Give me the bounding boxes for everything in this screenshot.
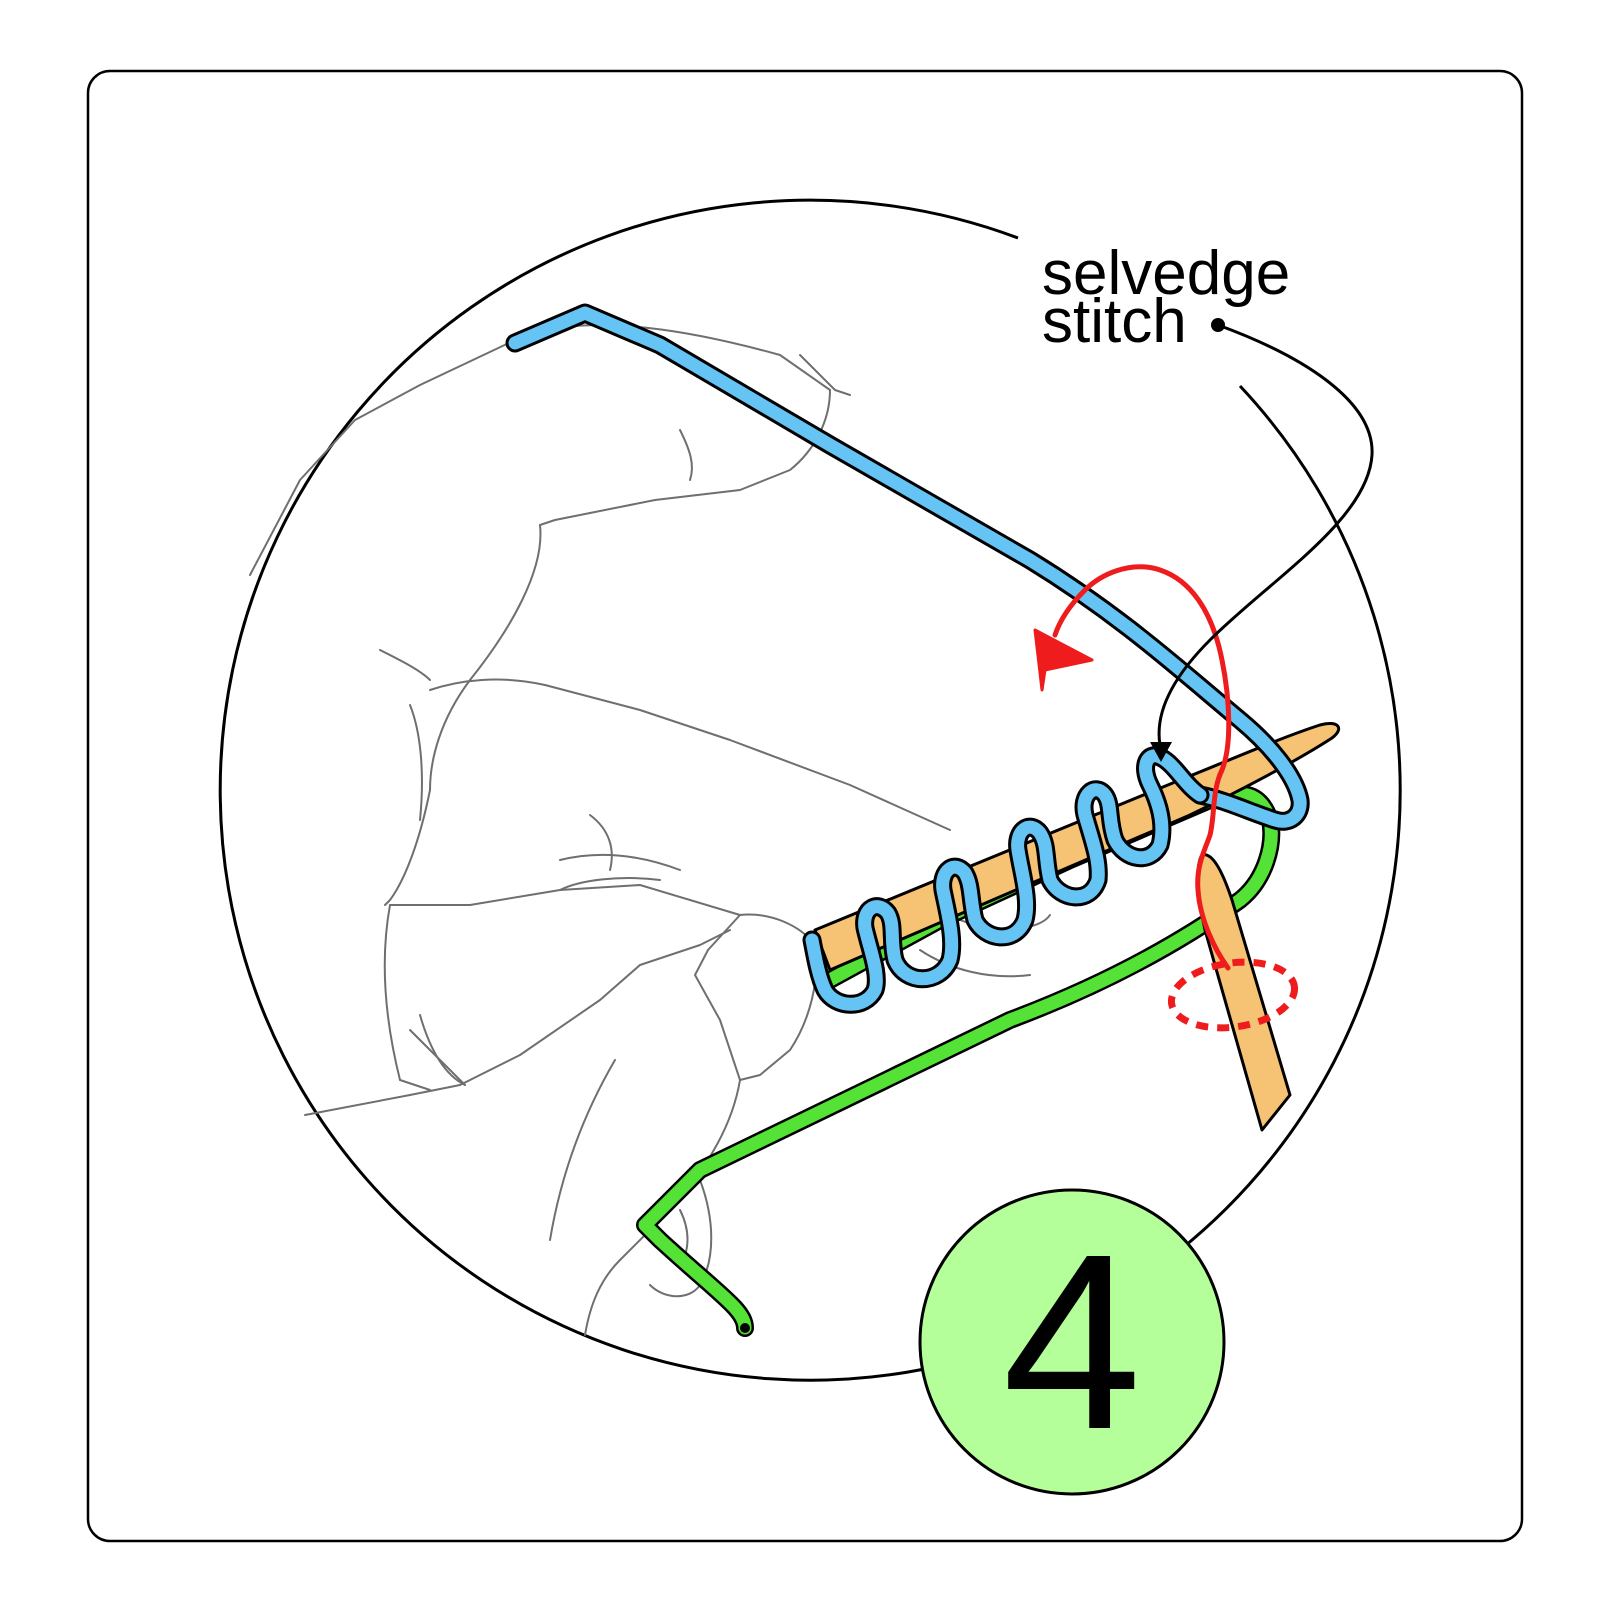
magnifier-circle	[218, 198, 1402, 1382]
blue-yarn	[505, 303, 1310, 1014]
green-yarn	[636, 785, 1281, 1337]
red-path	[1052, 564, 1232, 971]
hand-outline	[249, 324, 1051, 1336]
callout-arrowhead-icon	[1150, 742, 1172, 762]
step-badge: 4	[918, 1188, 1226, 1496]
callout-leader	[1150, 318, 1374, 762]
step-number: 4	[1002, 1202, 1141, 1481]
dotted-ellipse-icon	[1167, 958, 1299, 1032]
label-line-2: stitch	[1042, 287, 1187, 356]
outer-frame	[86, 69, 1524, 1543]
curved-arrow-icon	[1033, 628, 1094, 692]
label-line-1: selvedge	[1042, 239, 1290, 308]
selvedge-label: selvedge stitch	[1042, 239, 1290, 356]
